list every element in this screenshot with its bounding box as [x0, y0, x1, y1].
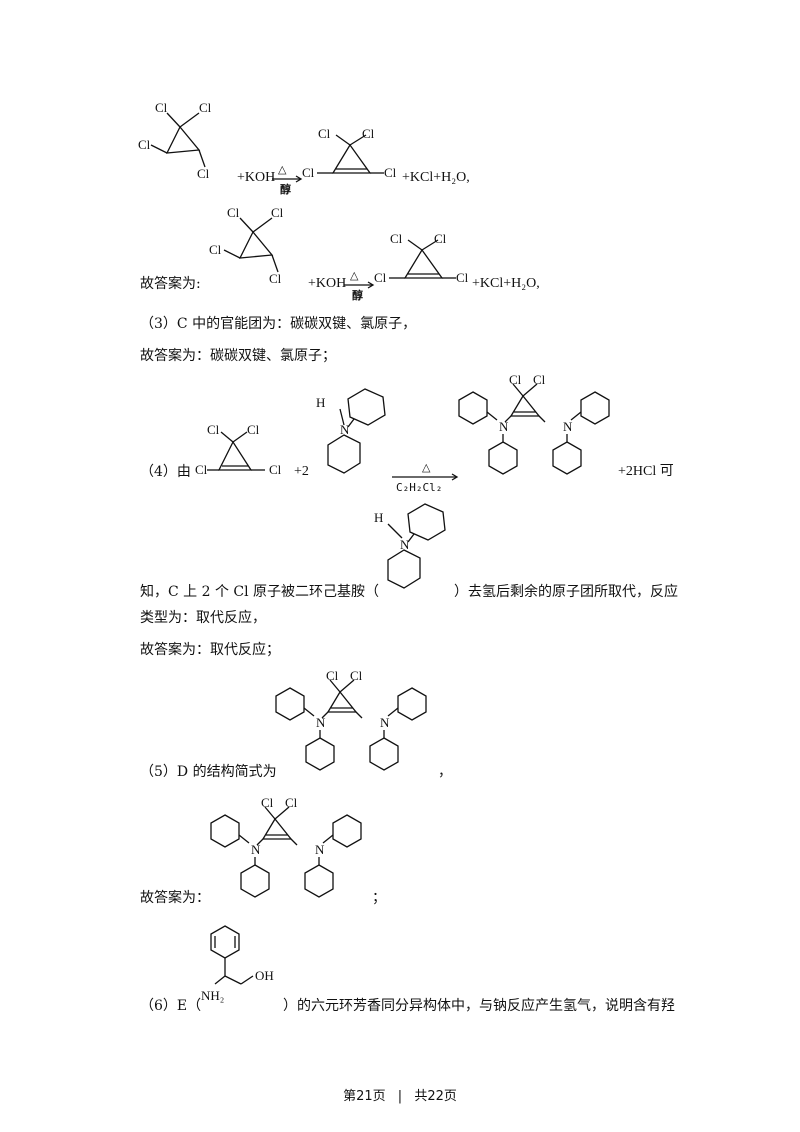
section-3-line-1: （3）C 中的官能团为：碳碳双键、氯原子，: [140, 316, 417, 332]
byproduct-hcl: +2HCl 可: [618, 464, 674, 479]
svg-text:OH: OH: [255, 968, 274, 983]
condition-heat-2: △: [350, 270, 359, 282]
svg-text:Cl: Cl: [384, 165, 397, 180]
svg-text:Cl: Cl: [199, 100, 212, 115]
svg-text:H: H: [316, 395, 325, 410]
svg-text:N: N: [340, 422, 350, 437]
svg-text:Cl: Cl: [271, 205, 284, 220]
section-4-line-3: 类型为：取代反应，: [140, 610, 266, 626]
footer-separator: |: [397, 1089, 403, 1104]
answer-label-1: 故答案为:: [140, 276, 201, 292]
section-4-answer: 故答案为：取代反应；: [140, 642, 280, 658]
svg-text:Cl: Cl: [195, 462, 208, 477]
svg-text:Cl: Cl: [509, 372, 522, 387]
product-d-structure-2: Cl Cl N N: [275, 668, 427, 771]
svg-text:NH₂: NH₂: [201, 988, 224, 1003]
svg-text:Cl: Cl: [269, 462, 282, 477]
condition-heat: △: [278, 164, 287, 176]
svg-text:Cl: Cl: [434, 231, 447, 246]
reaction-arrow-2: [344, 281, 375, 289]
svg-text:Cl: Cl: [362, 126, 375, 141]
condition-solvent: C₂H₂Cl₂: [396, 481, 443, 494]
products-kcl-water-2: +KCl+H₂O,: [472, 276, 540, 291]
section-4-line-2b: ）去氢后剩余的原子团所取代，反应: [454, 584, 678, 600]
compound-e-structure: OH NH₂: [201, 925, 274, 1003]
svg-text:Cl: Cl: [533, 372, 546, 387]
dicyclohexylamine-structure: HN: [316, 388, 386, 474]
section-5-prefix: （5）D 的结构简式为: [140, 764, 277, 780]
page-number: 第21页: [343, 1089, 386, 1104]
products-kcl-water: +KCl+H₂O,: [402, 170, 470, 185]
svg-text:Cl: Cl: [390, 231, 403, 246]
section-4-prefix: （4）由: [140, 464, 191, 480]
svg-text:Cl: Cl: [207, 422, 220, 437]
product-d-structure-1: Cl Cl N N: [458, 372, 610, 475]
reagent-koh-2: +KOH: [308, 276, 347, 291]
section-6-suffix: ）的六元环芳香同分异构体中，与钠反应产生氢气，说明含有羟: [283, 998, 675, 1014]
svg-text:N: N: [380, 715, 390, 730]
svg-text:Cl: Cl: [197, 166, 210, 181]
condition-alcohol-2: 醇: [352, 290, 363, 302]
svg-text:N: N: [563, 419, 573, 434]
reaction-arrow-3: [392, 473, 459, 481]
svg-text:Cl: Cl: [247, 422, 260, 437]
svg-text:Cl: Cl: [261, 795, 274, 810]
svg-text:N: N: [400, 537, 410, 552]
condition-heat-3: △: [422, 462, 431, 474]
svg-text:Cl: Cl: [374, 270, 387, 285]
section-5-comma: ，: [438, 764, 452, 780]
svg-text:Cl: Cl: [285, 795, 298, 810]
svg-text:Cl: Cl: [209, 242, 222, 257]
section-3-answer: 故答案为：碳碳双键、氯原子；: [140, 348, 336, 364]
svg-text:N: N: [316, 715, 326, 730]
section-6-prefix: （6）E（: [140, 998, 202, 1014]
reagent-koh: +KOH: [237, 170, 276, 185]
condition-alcohol: 醇: [280, 184, 291, 196]
svg-text:N: N: [499, 419, 509, 434]
svg-text:N: N: [251, 842, 261, 857]
svg-text:H: H: [374, 510, 383, 525]
page-total: 共22页: [414, 1089, 457, 1104]
svg-text:Cl: Cl: [326, 668, 339, 683]
svg-text:Cl: Cl: [302, 165, 315, 180]
svg-text:Cl: Cl: [227, 205, 240, 220]
svg-text:N: N: [315, 842, 325, 857]
svg-text:Cl: Cl: [269, 271, 282, 286]
section-5-semicolon: ；: [372, 890, 386, 906]
svg-text:Cl: Cl: [155, 100, 168, 115]
section-4-line-2a: 知，C 上 2 个 Cl 原子被二环己基胺（: [140, 584, 380, 600]
svg-text:Cl: Cl: [350, 668, 363, 683]
product-d-structure-3: Cl Cl N N: [210, 795, 362, 898]
coefficient-2: +2: [294, 464, 309, 479]
reaction-arrow: [272, 175, 303, 183]
svg-text:Cl: Cl: [318, 126, 331, 141]
svg-text:Cl: Cl: [456, 270, 469, 285]
svg-text:Cl: Cl: [138, 137, 151, 152]
section-5-answer: 故答案为：: [140, 890, 210, 906]
page-footer: 第21页 | 共22页: [0, 1085, 800, 1104]
dicyclohexylamine-inline: HN: [374, 503, 446, 589]
